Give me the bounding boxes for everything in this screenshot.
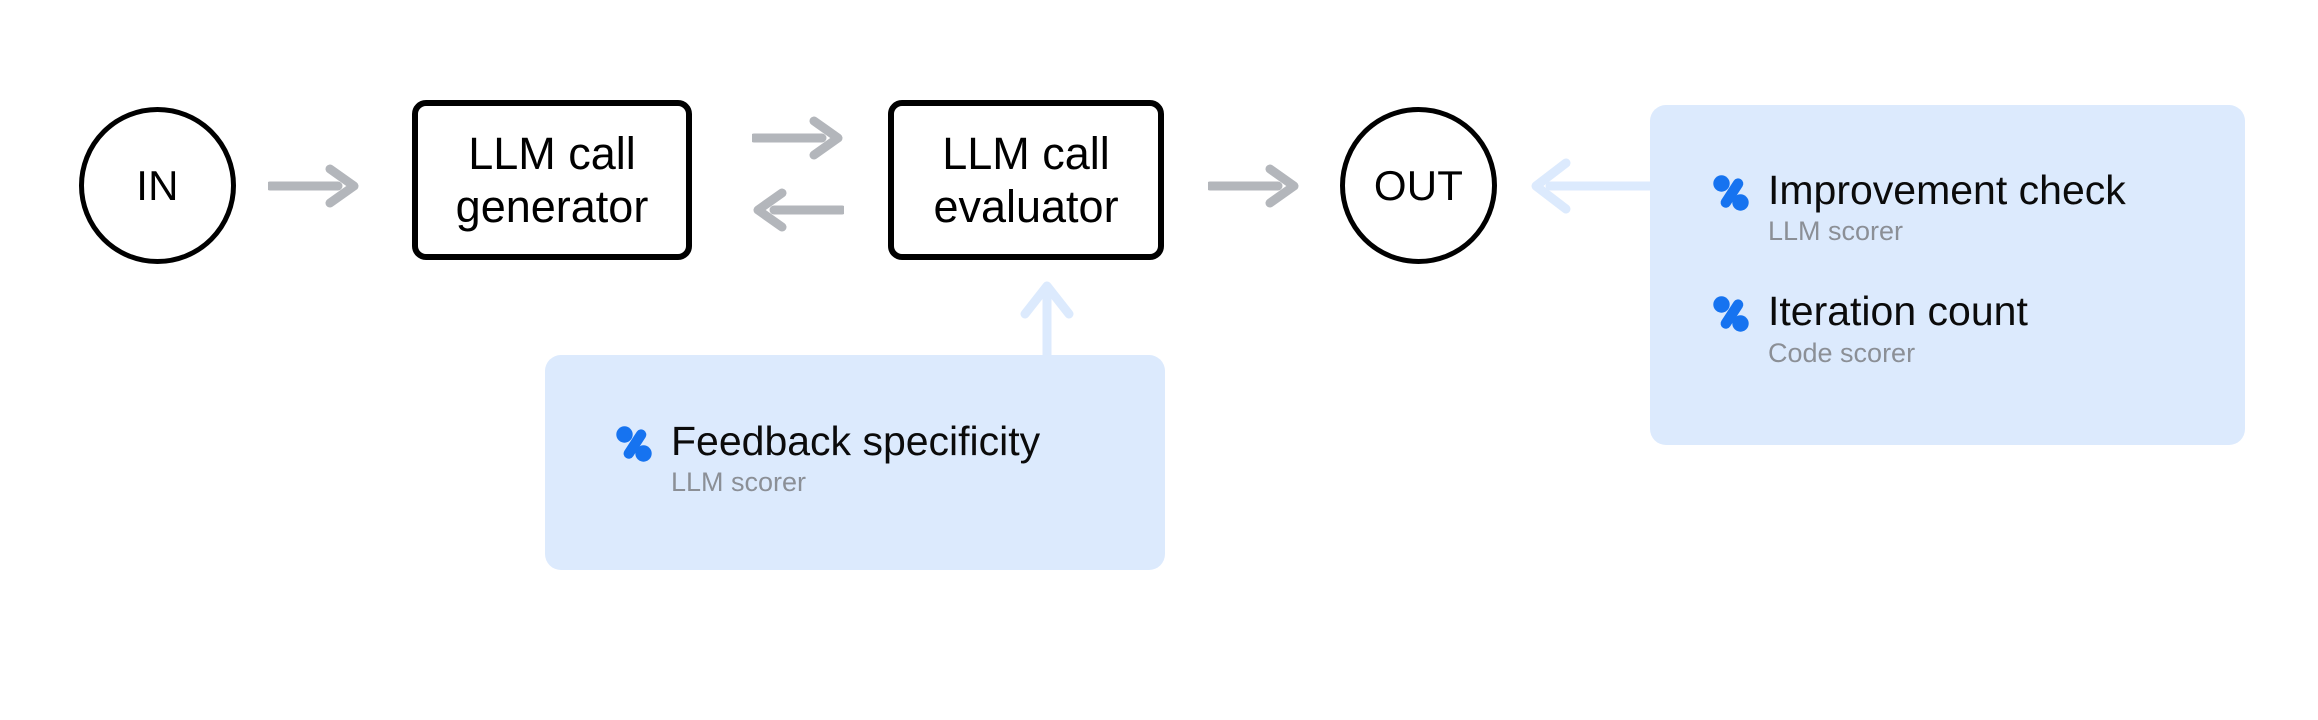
node-llm-call-generator-label: LLM call generator	[455, 127, 649, 232]
scorer-subtitle: LLM scorer	[671, 467, 807, 498]
scorer-subtitle: Code scorer	[1768, 337, 1916, 368]
output-scorer-panel[interactable]: Improvement check LLM scorer Iteration c…	[1650, 105, 2245, 445]
node-in-label: IN	[136, 161, 179, 209]
node-llm-call-evaluator[interactable]: LLM call evaluator	[888, 100, 1164, 260]
arrow-generator-to-evaluator	[752, 116, 843, 160]
arrow-evaluator-to-generator	[753, 188, 844, 232]
arrow-evaluator-to-out	[1208, 164, 1299, 208]
arrow-output-panel-to-out	[1531, 158, 1662, 214]
percent-scorer-icon	[1713, 175, 1749, 211]
percent-scorer-icon	[616, 426, 652, 462]
node-in[interactable]: IN	[79, 107, 236, 264]
scorer-title: Iteration count	[1768, 288, 2028, 335]
scorer-item-feedback-specificity[interactable]: Feedback specificity LLM scorer	[615, 418, 1165, 498]
scorer-item-iteration-count[interactable]: Iteration count Code scorer	[1712, 289, 2245, 368]
scorer-subtitle: LLM scorer	[1768, 216, 1904, 247]
arrow-in-to-generator	[268, 164, 359, 208]
scorer-title: Improvement check	[1768, 167, 2126, 213]
node-llm-call-evaluator-label: LLM call evaluator	[933, 127, 1119, 232]
feedback-scorer-panel[interactable]: Feedback specificity LLM scorer	[545, 355, 1165, 570]
percent-scorer-icon	[1713, 296, 1749, 333]
arrow-feedback-panel-to-evaluator	[1020, 281, 1074, 368]
scorer-item-improvement-check[interactable]: Improvement check LLM scorer	[1712, 167, 2245, 247]
node-out-label: OUT	[1373, 161, 1464, 209]
scorer-title: Feedback specificity	[671, 418, 1041, 464]
node-llm-call-generator[interactable]: LLM call generator	[412, 100, 692, 260]
node-out[interactable]: OUT	[1340, 107, 1497, 264]
